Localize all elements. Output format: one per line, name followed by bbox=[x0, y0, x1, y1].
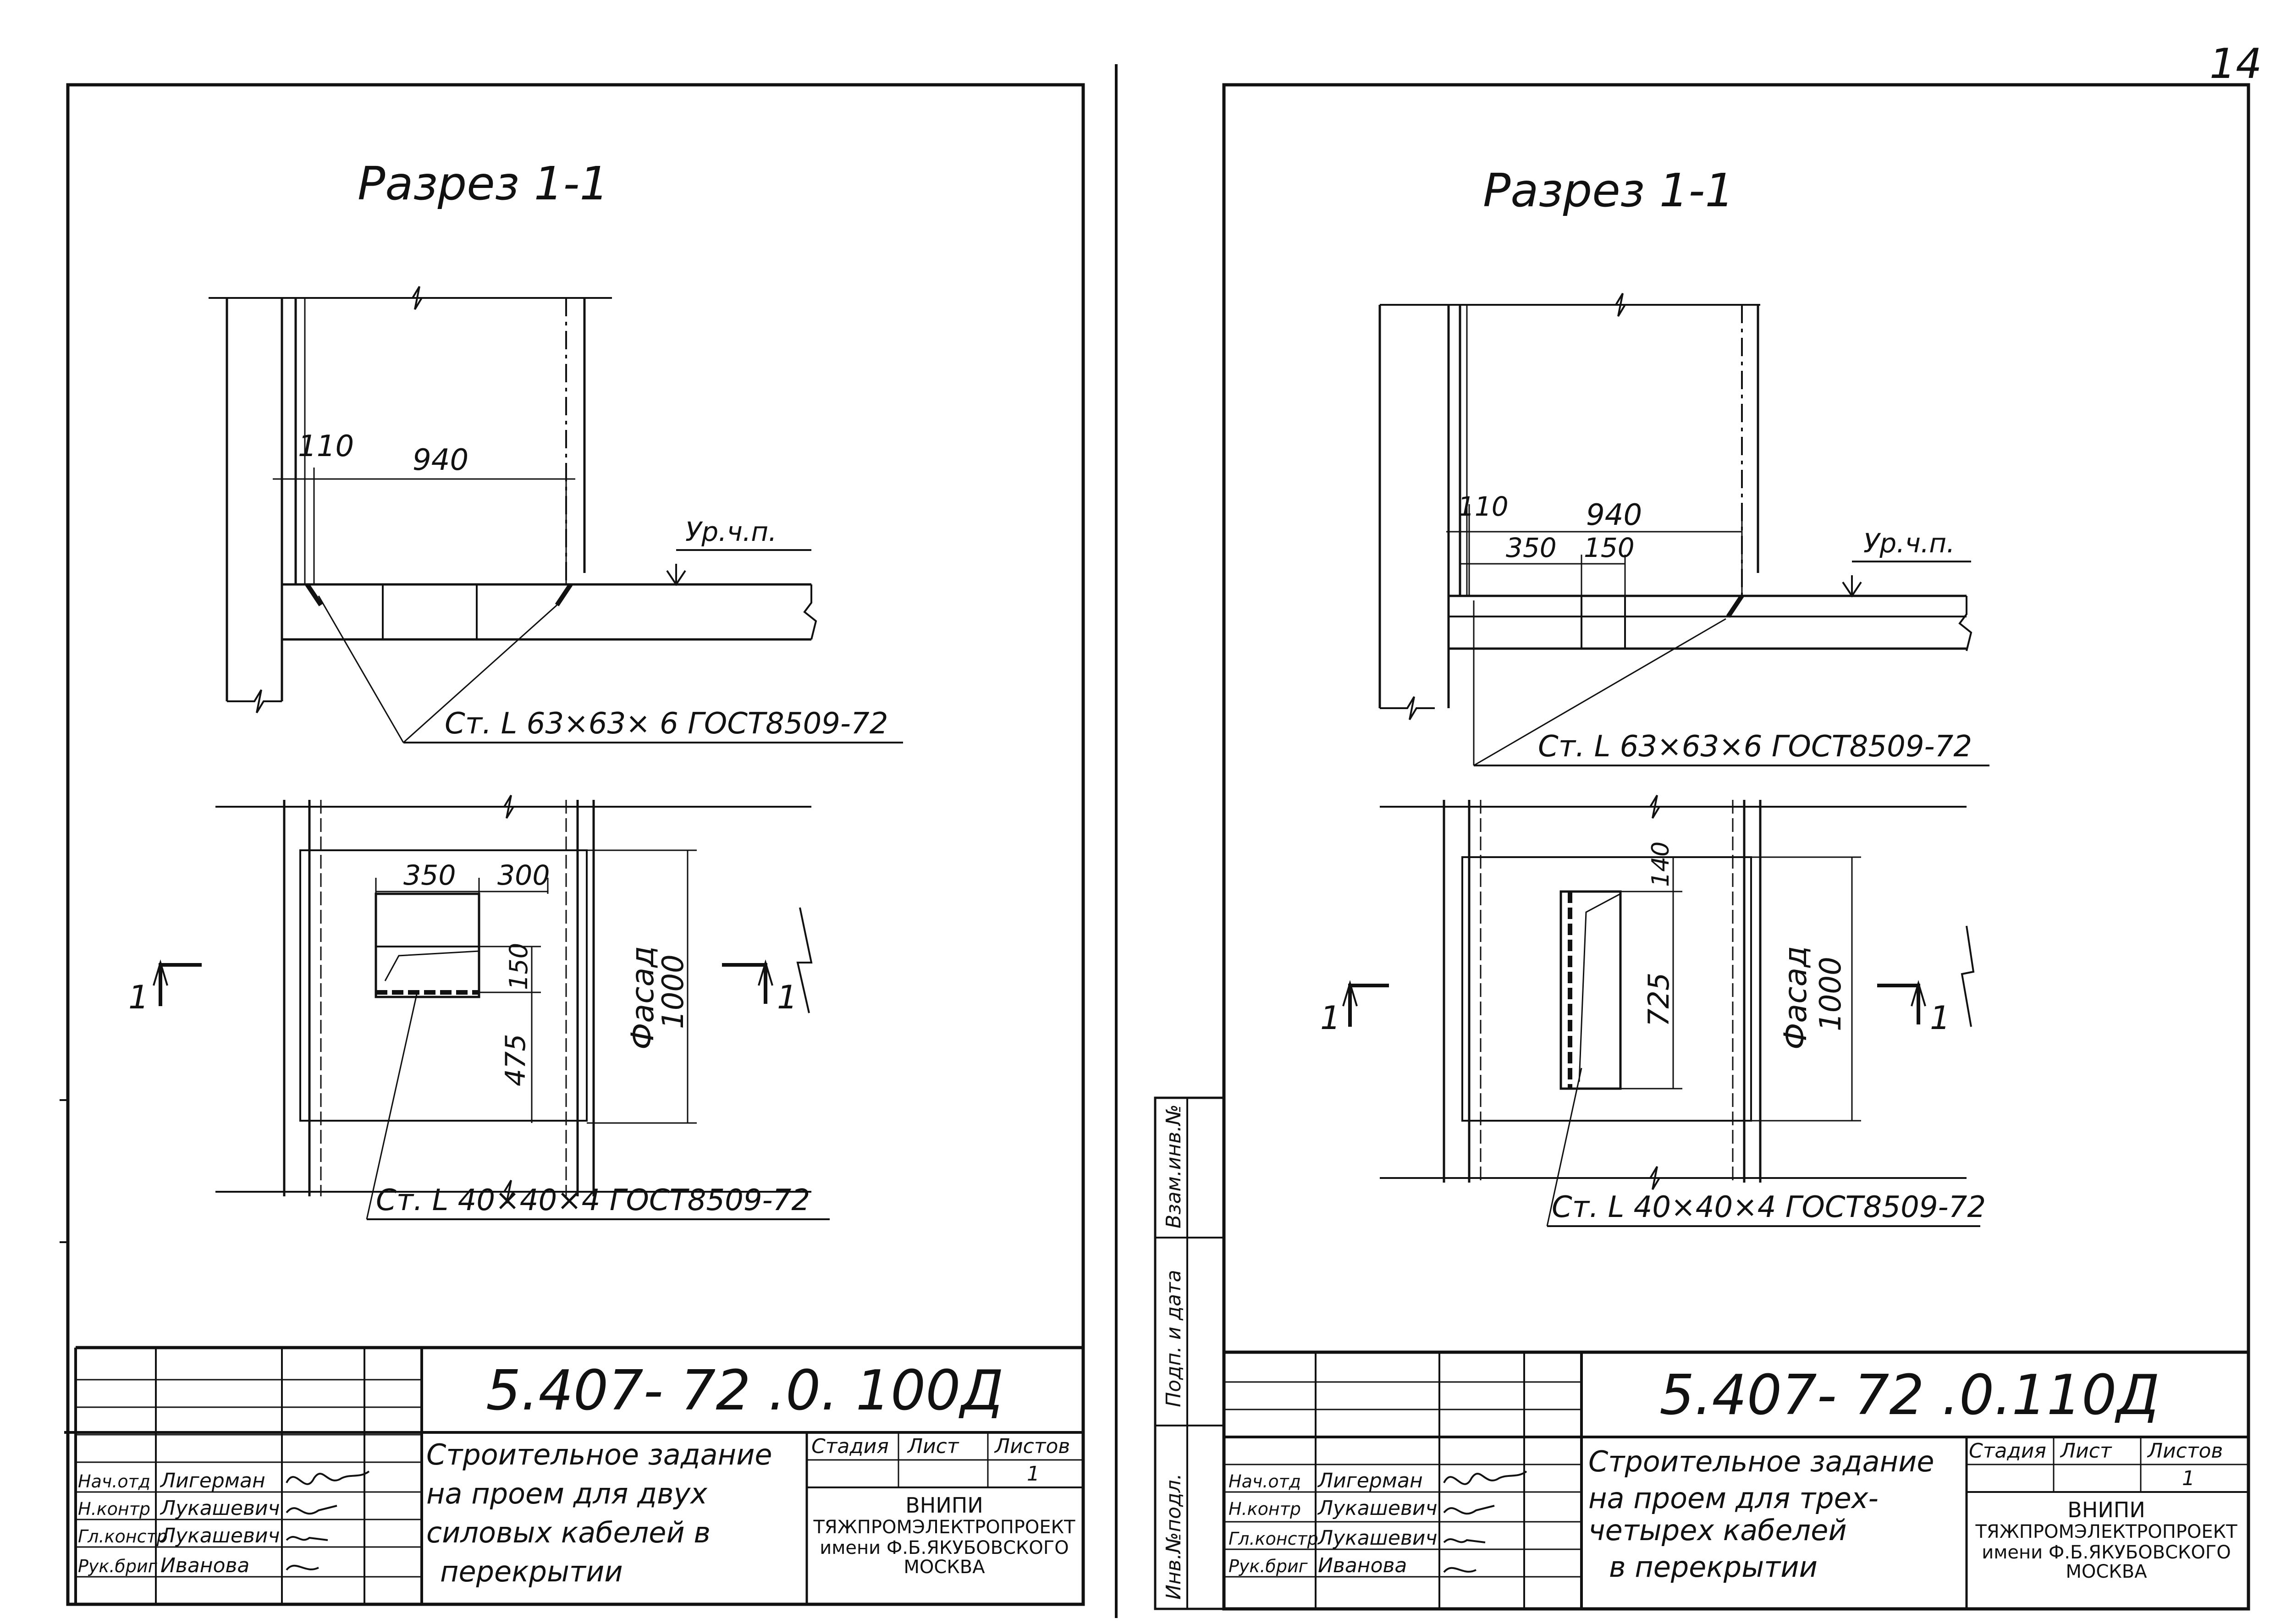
right-sheet-header: Лист bbox=[2060, 1439, 2112, 1463]
right-mark-left: 1 bbox=[1320, 999, 1341, 1037]
left-dim-150: 150 bbox=[504, 943, 533, 990]
left-sheet: Разрез 1-1 110 940 bbox=[64, 83, 1085, 1606]
left-angle-label-section: Ст. L 63×63× 6 ГОСТ8509-72 bbox=[445, 707, 888, 741]
right-sheet-frame bbox=[1222, 83, 2250, 1611]
left-mark-right: 1 bbox=[777, 979, 798, 1016]
right-section-title: Разрез 1-1 bbox=[1483, 164, 1734, 217]
right-angle-label-section: Ст. L 63×63×6 ГОСТ8509-72 bbox=[1538, 730, 1972, 764]
right-name-2: Лукашевич bbox=[1317, 1497, 1438, 1520]
left-sheets-header: Листов bbox=[994, 1435, 1070, 1458]
right-dim-140: 140 bbox=[1647, 842, 1675, 887]
right-org-line-1: ВНИПИ bbox=[2067, 1497, 2145, 1522]
left-doc-code: 5.407- 72 .0. 100Д bbox=[486, 1359, 1003, 1423]
right-org-line-3: имени Ф.Б.ЯКУБОВСКОГО bbox=[1982, 1542, 2231, 1563]
right-role-1: Нач.отд bbox=[1229, 1471, 1301, 1492]
right-dim-1000: 1000 bbox=[1814, 957, 1848, 1031]
right-role-3: Гл.констр bbox=[1229, 1529, 1318, 1549]
right-stage-header: Стадия bbox=[1969, 1439, 2046, 1463]
left-dim-300: 300 bbox=[497, 859, 550, 892]
left-org-line-3: имени Ф.Б.ЯКУБОВСКОГО bbox=[820, 1537, 1069, 1558]
left-name-4: Иванова bbox=[160, 1554, 249, 1577]
right-mark-right: 1 bbox=[1930, 999, 1950, 1037]
left-role-4: Рук.бриг bbox=[78, 1556, 158, 1576]
stamp-podp-data: Подп. и дата bbox=[1162, 1270, 1185, 1407]
right-sheets-count: 1 bbox=[2182, 1467, 2195, 1490]
left-role-3: Гл.констр bbox=[78, 1526, 168, 1547]
right-name-1: Лигерман bbox=[1317, 1469, 1423, 1492]
right-dim-940: 940 bbox=[1586, 498, 1642, 532]
left-section-view: 110 940 Ур.ч.п. Ст. L 63×63× 6 ГОСТ8509-… bbox=[209, 286, 903, 743]
right-role-2: Н.контр bbox=[1229, 1499, 1301, 1519]
left-title-line-3: силовых кабелей в bbox=[426, 1516, 711, 1549]
right-title-line-2: на проем для трех- bbox=[1588, 1481, 1879, 1515]
left-title-line-2: на проем для двух bbox=[426, 1477, 708, 1510]
right-title-block: 5.407- 72 .0.110Д Строительное задание н… bbox=[1224, 1350, 2248, 1609]
left-dim-1000: 1000 bbox=[656, 954, 690, 1029]
left-sheet-frame bbox=[66, 83, 1085, 1606]
left-plan-view: 350 300 150 475 Фасад 1000 1 1 Ст. L 40×… bbox=[128, 794, 830, 1220]
right-sheet: Инв.№подл. Подп. и дата Взам.инв.№ Разре… bbox=[1154, 83, 2250, 1611]
stamp-inv-podl: Инв.№подл. bbox=[1162, 1473, 1185, 1600]
left-name-1: Лигерман bbox=[160, 1469, 265, 1492]
left-stage-header: Стадия bbox=[811, 1435, 889, 1458]
left-title-block: 5.407- 72 .0. 100Д Строительное задание … bbox=[64, 1346, 1083, 1604]
left-dim-475: 475 bbox=[500, 1034, 532, 1086]
left-name-2: Лукашевич bbox=[160, 1497, 280, 1520]
right-org-line-2: ТЯЖПРОМЭЛЕКТРОПРОЕКТ bbox=[1975, 1521, 2237, 1542]
right-dim-110: 110 bbox=[1458, 491, 1509, 522]
right-title-line-3: четырех кабелей bbox=[1588, 1514, 1847, 1547]
left-signature-4 bbox=[286, 1564, 319, 1571]
left-org-line-4: МОСКВА bbox=[904, 1557, 985, 1578]
right-sheets-header: Листов bbox=[2147, 1439, 2223, 1463]
right-dim-350: 350 bbox=[1506, 532, 1557, 563]
right-section-view: 110 940 350 150 Ур.ч.п. Ст. L 63×63×6 ГО… bbox=[1378, 292, 1989, 766]
left-role-1: Нач.отд bbox=[78, 1471, 150, 1492]
right-level-label: Ур.ч.п. bbox=[1863, 528, 1955, 559]
right-signature-1 bbox=[1443, 1470, 1527, 1485]
left-sheet-header: Лист bbox=[907, 1435, 959, 1458]
page-number: 14 bbox=[2209, 40, 2262, 88]
right-title-line-4: в перекрытии bbox=[1609, 1550, 1818, 1584]
right-org-line-4: МОСКВА bbox=[2066, 1561, 2147, 1582]
left-signature-1 bbox=[286, 1470, 370, 1485]
stamp-vzam-inv: Взам.инв.№ bbox=[1162, 1104, 1185, 1228]
right-facade-label: Фасад bbox=[1778, 946, 1814, 1050]
left-dim-110: 110 bbox=[298, 429, 354, 463]
left-role-2: Н.контр bbox=[78, 1499, 150, 1519]
right-role-4: Рук.бриг bbox=[1229, 1556, 1308, 1576]
left-title-line-4: перекрытии bbox=[440, 1555, 623, 1588]
left-dim-350: 350 bbox=[403, 859, 456, 892]
right-title-line-1: Строительное задание bbox=[1588, 1445, 1934, 1478]
left-mark-left: 1 bbox=[128, 979, 149, 1016]
right-doc-code: 5.407- 72 .0.110Д bbox=[1659, 1364, 2160, 1427]
left-level-label: Ур.ч.п. bbox=[685, 516, 777, 547]
left-signature-3 bbox=[286, 1536, 328, 1541]
left-title-line-1: Строительное задание bbox=[426, 1438, 772, 1471]
left-section-title: Разрез 1-1 bbox=[358, 157, 609, 210]
right-signature-4 bbox=[1443, 1567, 1477, 1573]
right-plan-view: 140 725 Фасад 1000 1 1 Ст. L 40×40×4 ГОС… bbox=[1320, 794, 1986, 1227]
left-org-line-2: ТЯЖПРОМЭЛЕКТРОПРОЕКТ bbox=[813, 1517, 1075, 1538]
right-signature-3 bbox=[1443, 1538, 1486, 1543]
left-signature-2 bbox=[286, 1505, 337, 1515]
left-angle-label-plan: Ст. L 40×40×4 ГОСТ8509-72 bbox=[376, 1184, 810, 1217]
left-facade-label: Фасад bbox=[625, 946, 661, 1050]
left-sheets-count: 1 bbox=[1027, 1462, 1040, 1486]
right-name-3: Лукашевич bbox=[1317, 1526, 1438, 1550]
left-dim-940: 940 bbox=[413, 443, 468, 477]
right-dim-150: 150 bbox=[1584, 532, 1635, 563]
right-name-4: Иванова bbox=[1318, 1554, 1407, 1577]
left-name-3: Лукашевич bbox=[160, 1524, 280, 1547]
left-org-line-1: ВНИПИ bbox=[905, 1493, 983, 1518]
right-side-stamp: Инв.№подл. Подп. и дата Взам.инв.№ bbox=[1154, 1096, 1225, 1610]
right-dim-725: 725 bbox=[1642, 973, 1675, 1027]
right-signature-2 bbox=[1443, 1505, 1495, 1515]
right-angle-label-plan: Ст. L 40×40×4 ГОСТ8509-72 bbox=[1552, 1190, 1986, 1224]
